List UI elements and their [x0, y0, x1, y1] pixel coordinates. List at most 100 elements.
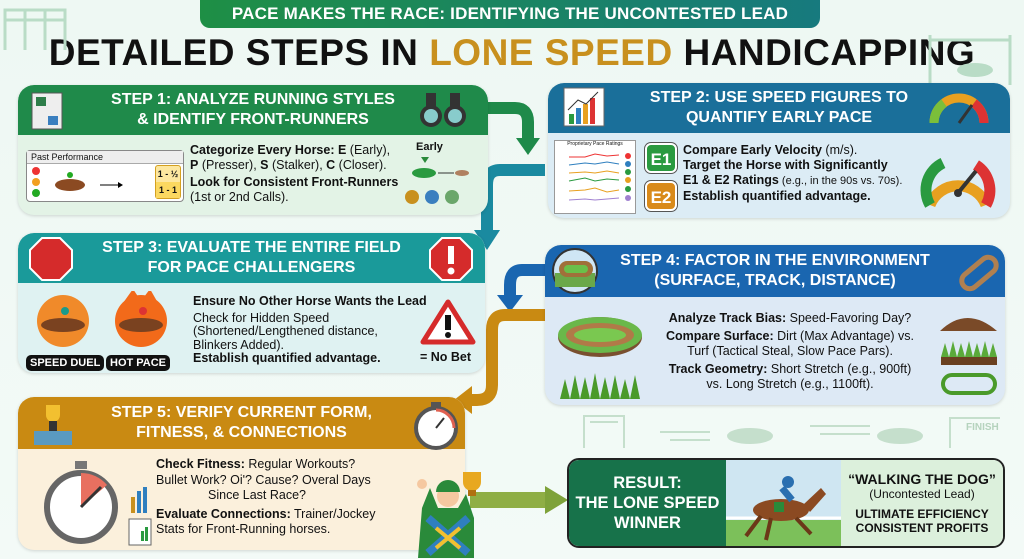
- step3-title-line2: FOR PACE CHALLENGERS: [147, 259, 356, 276]
- text: Track Geometry:: [668, 361, 768, 376]
- result-point2: CONSISTENT PROFITS: [855, 521, 989, 535]
- finish-horse-icon: [928, 35, 1012, 85]
- racing-silhouette-decor: FINISH: [583, 415, 1000, 448]
- text: vs. Long Stretch (e.g., 1100ft).: [706, 377, 874, 391]
- result-summary: “WALKING THE DOG” (Uncontested Lead) ULT…: [841, 460, 1003, 546]
- text: Dirt (Max Advantage) vs.: [773, 328, 914, 343]
- result-subtitle: (Uncontested Lead): [869, 487, 975, 501]
- step3-text: Ensure No Other Horse Wants the Lead Che…: [193, 294, 428, 366]
- step1-header: STEP 1: ANALYZE RUNNING STYLES & IDENTIFY…: [18, 85, 488, 135]
- e1-badge: E1: [645, 143, 677, 173]
- past-performance-label: Past Performance: [27, 151, 183, 164]
- text: Compare Surface:: [665, 328, 774, 343]
- step5-header: STEP 5: VERIFY CURRENT FORM,FITNESS, & C…: [18, 397, 465, 450]
- no-bet-label: = No Bet: [420, 350, 472, 364]
- text: Analyze Track Bias:: [668, 311, 787, 325]
- page-title: DETAILED STEPS IN LONE SPEED HANDICAPPIN…: [0, 32, 1024, 74]
- step5-text: Check Fitness: Regular Workouts? Bullet …: [156, 457, 396, 538]
- text: Since Last Race?: [208, 488, 306, 502]
- trophy-podium-icon: [34, 405, 72, 445]
- racehorse-image: [726, 460, 841, 546]
- speedometer-icon: [929, 93, 989, 124]
- title-highlight: LONE SPEED: [429, 32, 673, 73]
- binoculars-icon: [420, 93, 466, 127]
- e2-badge: E2: [645, 181, 677, 211]
- step2-title-line1: STEP 2: USE SPEED FIGURES TO: [649, 89, 909, 106]
- text: Look for Consistent Front-Runners: [190, 175, 399, 189]
- pace-ratings-lines: [568, 153, 631, 201]
- warning-triangle-icon: [420, 299, 476, 345]
- text: (Stalker),: [268, 158, 327, 172]
- text: (1st or 2nd Calls).: [190, 190, 289, 204]
- hot-pace-badge: HOT PACE: [106, 355, 171, 371]
- step1-title-line2: & IDENTIFY FRONT-RUNNERS: [137, 111, 369, 128]
- top-banner: PACE MAKES THE RACE: IDENTIFYING THE UNC…: [200, 0, 820, 28]
- call-2: 1 - 1: [156, 182, 180, 198]
- text: Stats for Front-Running horses.: [156, 522, 331, 536]
- step3-header: STEP 3: EVALUATE THE ENTIRE FIELD FOR PAC…: [18, 233, 485, 283]
- result-line2: THE LONE SPEED: [575, 494, 720, 512]
- pace-ratings-title: Proprietary Pace Ratings: [567, 141, 623, 147]
- text: Categorize Every Horse:: [190, 143, 338, 157]
- text: Compare Early Velocity: [683, 143, 822, 157]
- track-layout-icon: [959, 254, 999, 292]
- result-quote: “WALKING THE DOG”: [848, 471, 996, 487]
- jockey-trophy-icon: [417, 472, 481, 558]
- speed-duel-hot-pace-icons: [37, 291, 167, 347]
- text: Blinkers Added).: [193, 337, 285, 352]
- step3-title-line1: STEP 3: EVALUATE THE ENTIRE FIELD: [102, 239, 401, 256]
- text: Regular Workouts?: [244, 457, 356, 471]
- text: Evaluate Connections:: [156, 506, 291, 521]
- bar-chart-icon: [563, 87, 605, 127]
- text: Turf (Tactical Steal, Slow Pace Pars).: [687, 344, 893, 358]
- result-point1: ULTIMATE EFFICIENCY: [855, 507, 989, 521]
- text: (Early),: [346, 143, 391, 157]
- text: Target the Horse with Significantly: [683, 158, 888, 172]
- text: S: [260, 158, 269, 172]
- speed-duel-badge: SPEED DUEL: [26, 355, 105, 371]
- step1-text: Categorize Every Horse: E (Early), P (Pr…: [190, 143, 405, 205]
- text: Speed-Favoring Day?: [786, 311, 912, 325]
- speed-gauge-icon: [920, 158, 996, 208]
- starting-gate-icon: [3, 8, 67, 50]
- text: P: [190, 158, 199, 172]
- step2-header: STEP 2: USE SPEED FIGURES TO QUANTIFY EAR…: [548, 83, 1010, 133]
- stopwatch-small-icon: [414, 402, 458, 450]
- stop-sign-icon: [29, 237, 73, 281]
- text: (e.g., in the 90s vs. 70s).: [778, 175, 903, 187]
- result-line1: RESULT:: [613, 474, 682, 492]
- step4-header: STEP 4: FACTOR IN THE ENVIRONMENT(SURFAC…: [545, 245, 1005, 297]
- step5-title-line1: STEP 5: VERIFY CURRENT FORM,: [111, 404, 372, 421]
- step2-title-line2: QUANTIFY EARLY PACE: [685, 109, 873, 126]
- text: Bullet Work? Oi'? Cause? Overal Days: [156, 472, 371, 487]
- text: Establish quantified advantage.: [683, 189, 871, 203]
- text: E1 & E2 Ratings: [683, 173, 779, 187]
- oval-track-grass-icon: [558, 317, 642, 399]
- text: (Shortened/Lengthened distance,: [193, 324, 378, 338]
- text: (Closer).: [335, 158, 387, 172]
- finish-label: FINISH: [966, 422, 999, 433]
- step4-title-line1: STEP 4: FACTOR IN THE ENVIRONMENT: [620, 252, 930, 269]
- step2-card: STEP 2: USE SPEED FIGURES TO QUANTIFY EAR…: [548, 83, 1010, 218]
- text: Short Stretch (e.g., 900ft): [767, 361, 912, 376]
- text: Check for Hidden Speed: [193, 310, 330, 325]
- text: Check Fitness:: [156, 457, 245, 471]
- early-label: Early: [416, 141, 443, 153]
- text: E: [337, 143, 347, 157]
- step1-card: STEP 1: ANALYZE RUNNING STYLES & IDENTIFY…: [18, 85, 488, 215]
- dirt-turf-stretch-icons: [940, 318, 997, 395]
- text: Establish quantified advantage.: [193, 351, 381, 365]
- step2-text: Compare Early Velocity (m/s). Target the…: [683, 143, 933, 204]
- running-style-icons: [405, 157, 469, 204]
- racetrack-circle-icon: [552, 248, 598, 294]
- title-part1: DETAILED STEPS IN: [48, 32, 430, 73]
- step4-text: Analyze Track Bias: Speed-Favoring Day? …: [645, 311, 935, 393]
- step4-card: STEP 4: FACTOR IN THE ENVIRONMENT(SURFAC…: [545, 245, 1005, 405]
- pace-ratings-chart: Proprietary Pace Ratings: [554, 140, 636, 214]
- step3-card: STEP 3: EVALUATE THE ENTIRE FIELD FOR PAC…: [18, 233, 485, 373]
- text: (Presser),: [198, 158, 261, 172]
- step1-title-line1: STEP 1: ANALYZE RUNNING STYLES: [111, 91, 395, 108]
